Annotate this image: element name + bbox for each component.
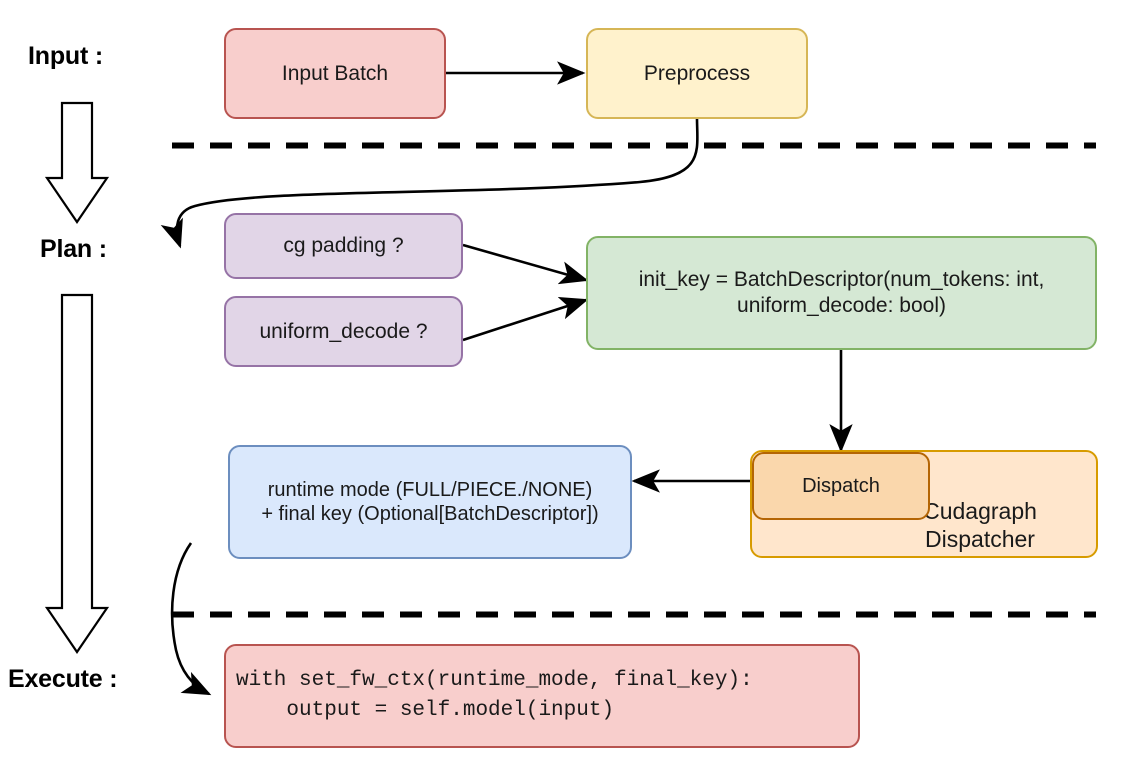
node-execute-code-line1: with set_fw_ctx(runtime_mode, final_key)… [236, 668, 753, 692]
flow-arrow-plan-to-execute [44, 293, 110, 654]
node-uniform-decode[interactable]: uniform_decode ? [224, 296, 463, 367]
stage-label-input: Input : [28, 42, 103, 70]
node-runtime-mode-line2: + final key (Optional[BatchDescriptor]) [261, 503, 599, 525]
node-cudagraph-dispatcher-label-wrap: Cudagraph Dispatcher [890, 471, 1088, 555]
edge-uniformdecode-to-initkey [462, 296, 589, 342]
edge-preprocess-to-plan [160, 117, 699, 249]
node-execute-code[interactable]: with set_fw_ctx(runtime_mode, final_key)… [224, 644, 860, 748]
node-init-key-line1: init_key = BatchDescriptor(num_tokens: i… [638, 268, 1045, 292]
node-init-key[interactable]: init_key = BatchDescriptor(num_tokens: i… [586, 236, 1097, 350]
flow-arrow-input-to-plan [44, 101, 110, 224]
node-cg-padding-label: cg padding ? [283, 234, 404, 258]
node-preprocess[interactable]: Preprocess [586, 28, 808, 119]
node-preprocess-label: Preprocess [643, 61, 751, 85]
node-uniform-decode-label: uniform_decode ? [259, 319, 428, 343]
node-runtime-mode[interactable]: runtime mode (FULL/PIECE./NONE) + final … [228, 445, 632, 559]
node-init-key-line2: uniform_decode: bool) [737, 294, 946, 317]
node-cg-padding[interactable]: cg padding ? [224, 213, 463, 279]
stage-label-execute: Execute : [8, 665, 118, 693]
node-cudagraph-dispatcher-line1: Cudagraph [923, 497, 1037, 524]
node-dispatch-label: Dispatch [802, 474, 880, 497]
node-dispatch[interactable]: Dispatch [752, 452, 930, 520]
node-execute-code-line2: output = self.model(input) [236, 699, 615, 722]
edge-cgpadding-to-initkey [462, 243, 589, 285]
node-input-batch[interactable]: Input Batch [224, 28, 446, 119]
edge-runtimemode-to-code [170, 542, 212, 696]
node-input-batch-label: Input Batch [281, 61, 389, 85]
stage-label-plan: Plan : [40, 235, 107, 263]
node-cudagraph-dispatcher-line2: Dispatcher [925, 526, 1035, 553]
node-runtime-mode-line1: runtime mode (FULL/PIECE./NONE) [267, 478, 593, 501]
